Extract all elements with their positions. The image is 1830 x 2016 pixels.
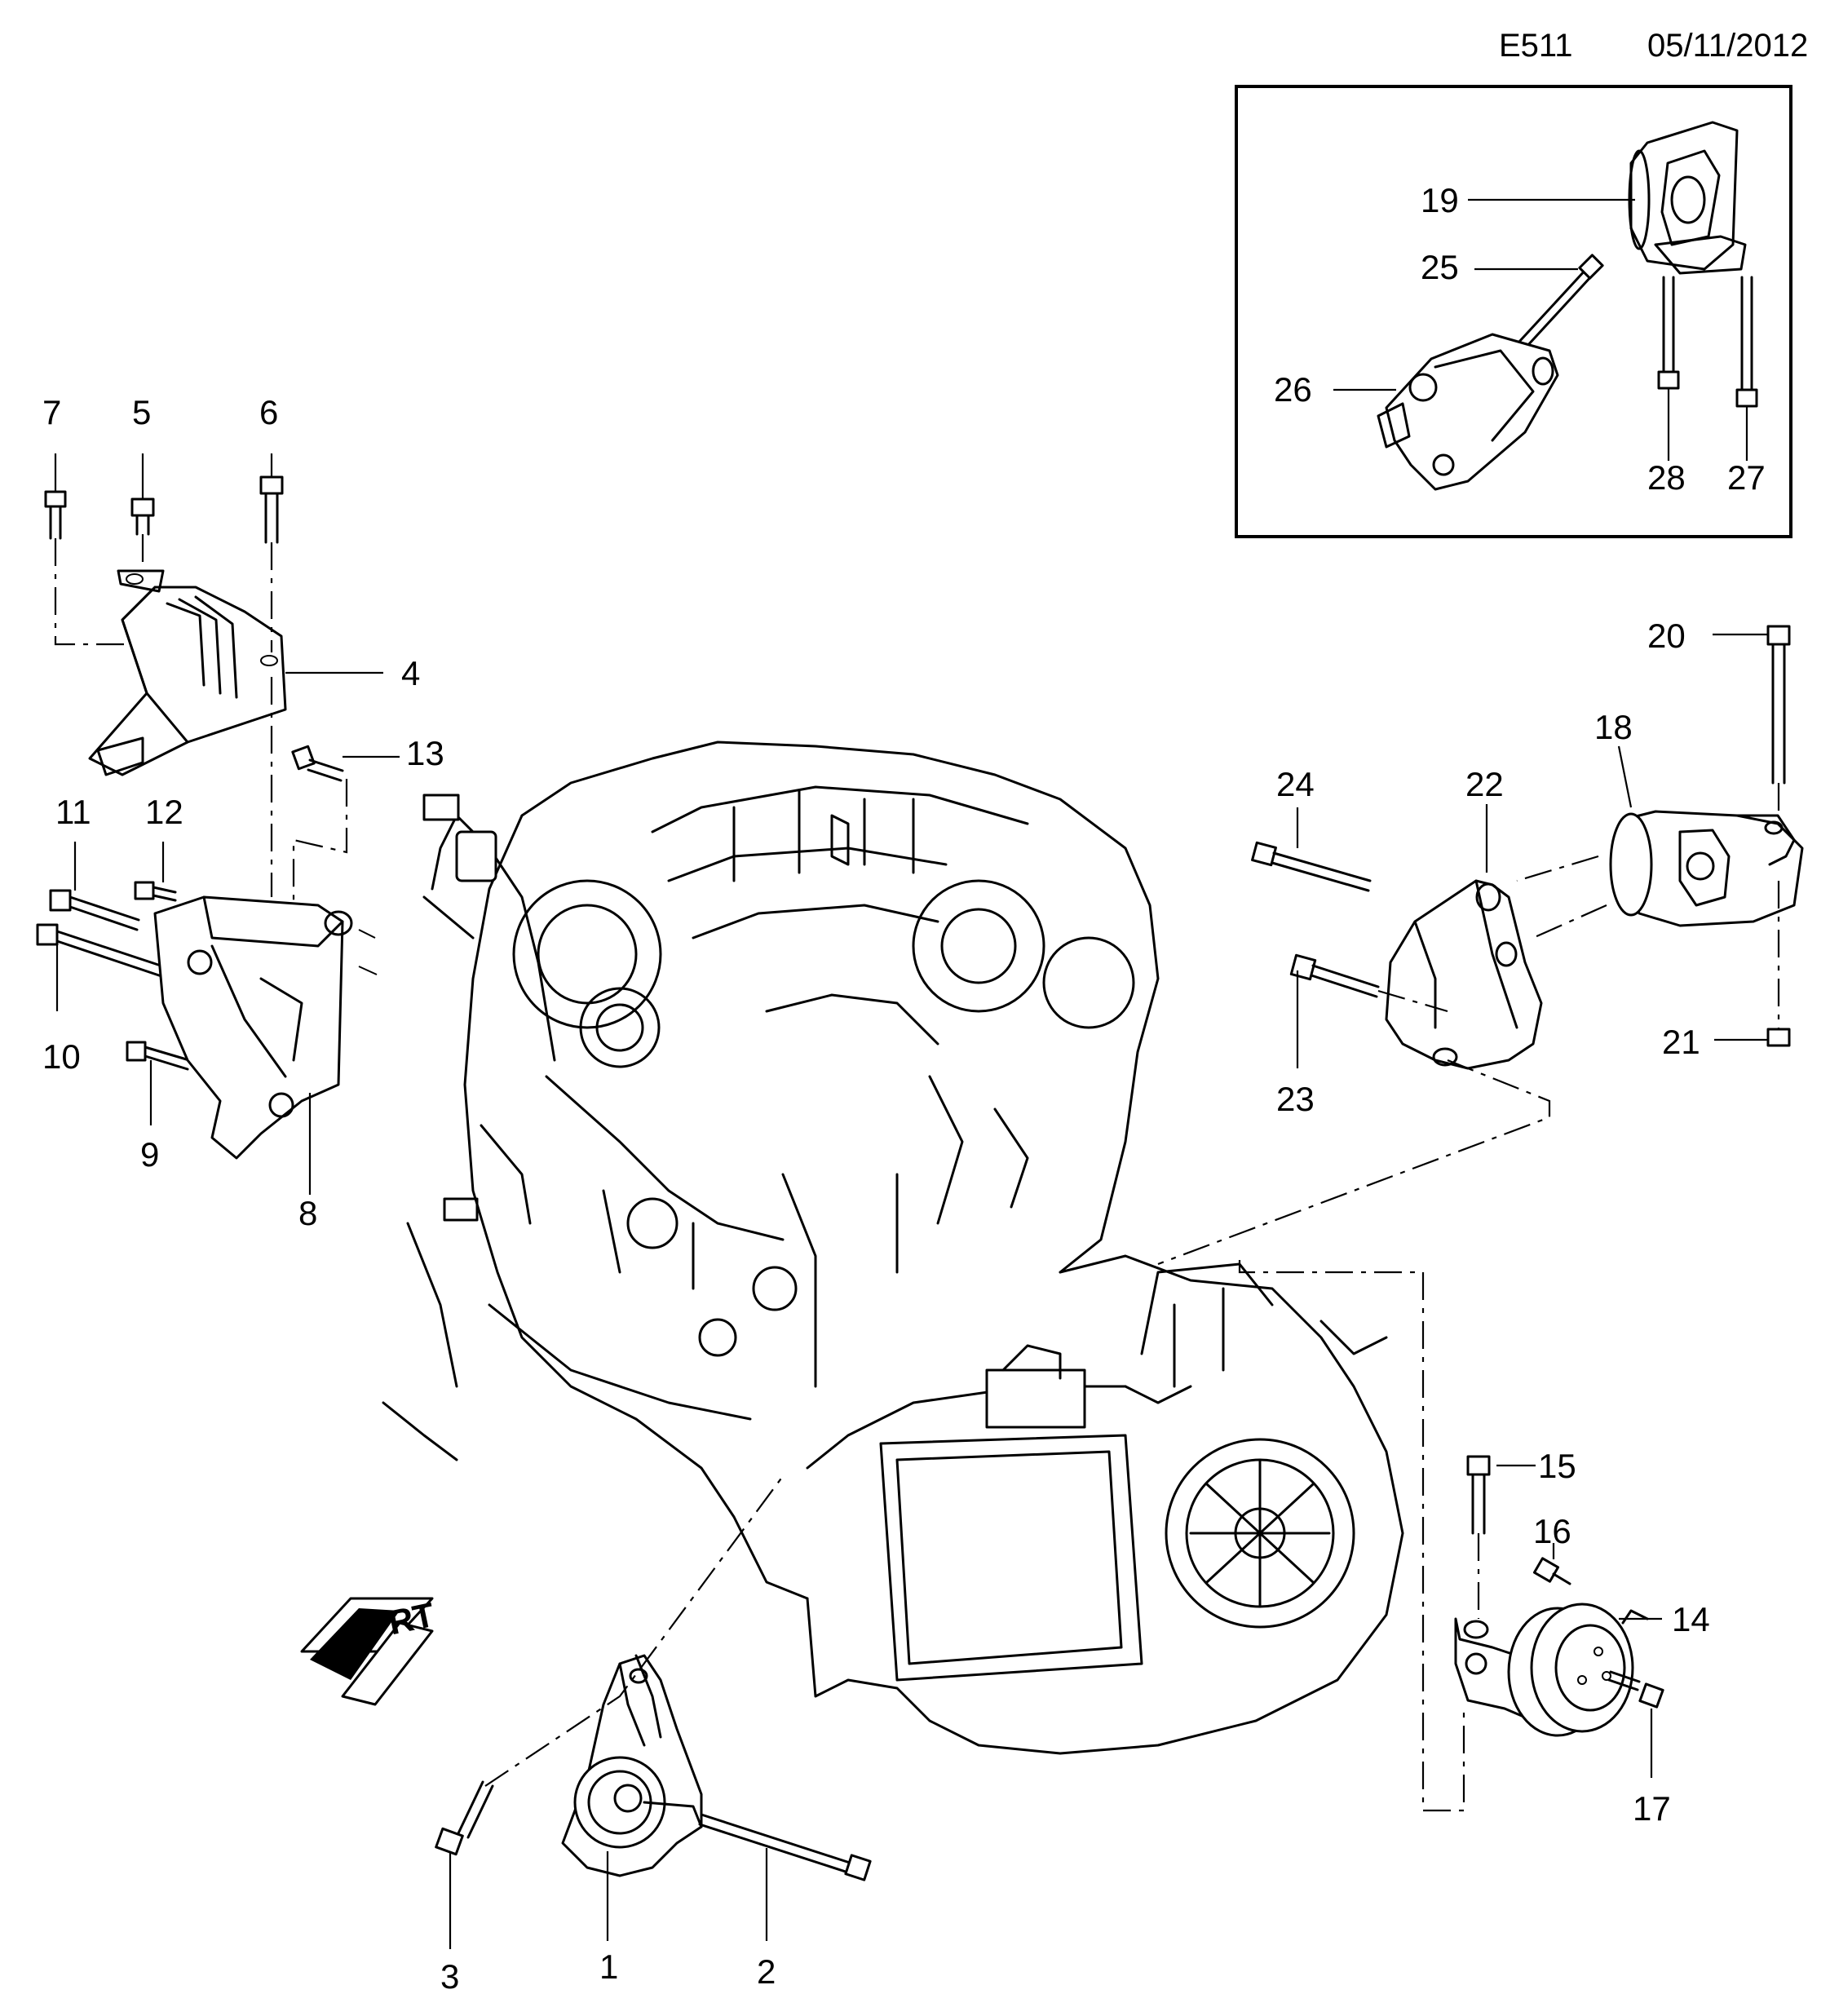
callout-7: 7 bbox=[42, 393, 61, 431]
callout-15: 15 bbox=[1538, 1447, 1576, 1485]
callout-23: 23 bbox=[1276, 1080, 1315, 1118]
bracket-part-22 bbox=[1385, 879, 1543, 1070]
bolt-part-25 bbox=[1517, 254, 1604, 348]
transmission-assembly bbox=[806, 1254, 1404, 1755]
callout-26: 26 bbox=[1274, 370, 1312, 409]
mount-part-4 bbox=[88, 569, 287, 776]
bolt-part-15 bbox=[1466, 1455, 1491, 1535]
bolt-part-2 bbox=[698, 1813, 872, 1881]
bolt-part-16 bbox=[1532, 1557, 1571, 1585]
bracket-part-26 bbox=[1377, 333, 1559, 491]
callout-27: 27 bbox=[1727, 458, 1766, 497]
mount-part-18 bbox=[1609, 810, 1804, 927]
bolt-part-20 bbox=[1766, 625, 1791, 785]
callout-21: 21 bbox=[1662, 1023, 1700, 1061]
callout-24: 24 bbox=[1276, 765, 1315, 803]
bolt-part-9 bbox=[126, 1041, 191, 1071]
diagram-code: E511 bbox=[1499, 28, 1573, 64]
bolt-part-3 bbox=[435, 1780, 494, 1856]
bolt-part-11 bbox=[49, 889, 140, 931]
bolt-part-6 bbox=[259, 475, 284, 544]
nut-part-17 bbox=[1638, 1682, 1664, 1709]
bolt-part-24 bbox=[1251, 841, 1372, 892]
bolt-part-7 bbox=[44, 490, 67, 540]
mount-part-14 bbox=[1454, 1603, 1649, 1737]
callout-20: 20 bbox=[1647, 617, 1686, 655]
callout-1: 1 bbox=[599, 1947, 618, 1986]
callout-3: 3 bbox=[440, 1957, 459, 1996]
callout-6: 6 bbox=[259, 393, 278, 431]
callout-10: 10 bbox=[42, 1037, 81, 1076]
bolt-part-13 bbox=[291, 745, 344, 782]
bracket-part-8 bbox=[153, 895, 378, 1160]
nut-part-21 bbox=[1766, 1028, 1791, 1047]
diagram-date: 05/11/2012 bbox=[1647, 28, 1809, 64]
callout-17: 17 bbox=[1633, 1789, 1671, 1828]
bolt-part-12 bbox=[134, 881, 177, 902]
callout-16: 16 bbox=[1533, 1512, 1571, 1550]
mount-part-1 bbox=[561, 1654, 703, 1877]
bolt-part-23 bbox=[1289, 953, 1380, 998]
callout-14: 14 bbox=[1672, 1600, 1710, 1638]
callout-4: 4 bbox=[401, 654, 420, 692]
assembly-centerlines bbox=[54, 534, 1780, 1812]
callout-2: 2 bbox=[757, 1952, 776, 1991]
callout-9: 9 bbox=[140, 1135, 159, 1174]
bolt-part-27 bbox=[1735, 276, 1758, 461]
callout-5: 5 bbox=[132, 393, 151, 431]
leader-lines bbox=[54, 198, 1768, 1949]
callout-labels: 7 5 6 4 13 11 12 10 9 8 19 25 26 28 27 2… bbox=[42, 181, 1766, 1996]
engine-assembly bbox=[382, 741, 1160, 1600]
inset-frame bbox=[1235, 85, 1792, 538]
callout-13: 13 bbox=[406, 734, 444, 772]
callout-28: 28 bbox=[1647, 458, 1686, 497]
front-direction-arrow: FRT bbox=[300, 1595, 438, 1706]
callout-25: 25 bbox=[1421, 248, 1459, 286]
callout-18: 18 bbox=[1594, 708, 1633, 746]
bolt-part-10 bbox=[36, 923, 165, 978]
callout-8: 8 bbox=[298, 1194, 317, 1232]
callout-11: 11 bbox=[55, 793, 91, 831]
mount-part-19 bbox=[1628, 121, 1747, 275]
bolt-part-28 bbox=[1657, 276, 1680, 461]
callout-22: 22 bbox=[1465, 765, 1504, 803]
bolt-part-5 bbox=[130, 497, 155, 536]
callout-12: 12 bbox=[145, 793, 183, 831]
callout-19: 19 bbox=[1421, 181, 1459, 219]
